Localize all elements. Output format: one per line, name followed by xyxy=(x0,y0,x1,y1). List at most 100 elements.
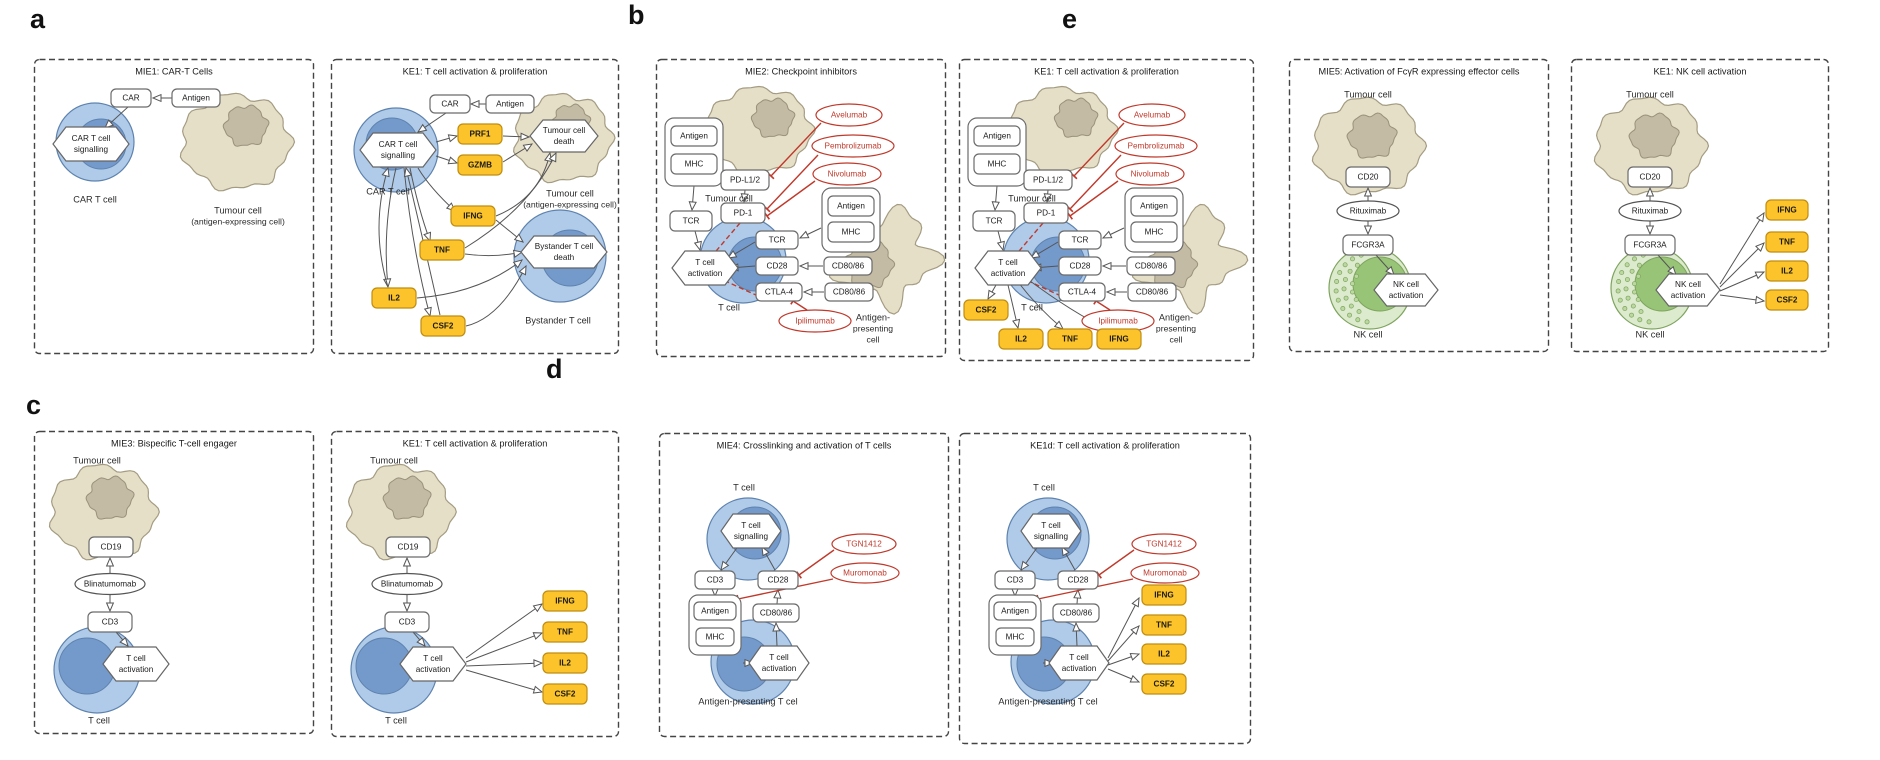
activation-edge xyxy=(465,603,543,659)
node-antigen-label: Antigen xyxy=(182,94,210,103)
node-t-cell-activation xyxy=(399,646,467,682)
node-csf2-label: CSF2 xyxy=(976,306,997,315)
node-tnf-label: TNF xyxy=(557,628,573,637)
node-t-cell-activation-label: activation xyxy=(119,665,154,674)
granule-dot xyxy=(1350,256,1355,262)
granule-dot xyxy=(1629,312,1634,318)
node-il2-label: IL2 xyxy=(559,659,571,668)
granule-dot xyxy=(1350,281,1355,287)
arrowhead xyxy=(105,602,115,613)
node-csf2-label: CSF2 xyxy=(555,690,576,699)
box-mie2-title: MIE2: Checkpoint inhibitors xyxy=(745,66,857,76)
node-csf2-label: CSF2 xyxy=(1154,680,1175,689)
arrowhead xyxy=(105,556,115,567)
node-il2-label: IL2 xyxy=(388,294,400,303)
node-ifng xyxy=(1141,584,1187,606)
activation-edge xyxy=(378,167,389,288)
node-t-cell-activation-label: T cell xyxy=(695,258,715,267)
arrowhead xyxy=(798,230,810,239)
node-ifng xyxy=(542,590,588,612)
box-mie1-border xyxy=(33,58,315,355)
box-mie3-title: MIE3: Bispecific T-cell engager xyxy=(111,438,237,448)
arrowhead xyxy=(423,231,432,243)
node-tnf-label: TNF xyxy=(1156,621,1172,630)
drug-ipilimumab xyxy=(778,309,852,333)
label-car-t-cell: CAR T cell xyxy=(366,186,410,196)
node-fcgr3a-label: FCGR3A xyxy=(1633,241,1667,250)
drug-avelumab xyxy=(1118,103,1186,127)
label-tumour-cell: Tumour cell xyxy=(1626,89,1674,99)
arrowhead xyxy=(469,99,480,109)
arrowhead xyxy=(522,143,534,153)
node-antigen-label: Antigen xyxy=(680,132,708,141)
node-csf2 xyxy=(420,315,466,337)
node-cd8086-2-label: CD80/86 xyxy=(1136,288,1169,297)
node-antigen-label: Antigen xyxy=(496,100,524,109)
node-fcgr3a xyxy=(1342,234,1394,256)
box-ke1d-border xyxy=(958,432,1252,745)
arrowhead xyxy=(1363,225,1373,236)
arrowhead xyxy=(1012,318,1021,330)
node-pdl12-label: PD-L1/2 xyxy=(730,176,760,185)
label-t-cell: T cell xyxy=(1021,302,1043,312)
node-il2-label: IL2 xyxy=(1781,267,1793,276)
granule-dot xyxy=(1615,288,1621,294)
node-cd28 xyxy=(1057,570,1099,590)
node-mhc-2-label: MHC xyxy=(842,228,861,237)
node-ctla4-label: CTLA-4 xyxy=(1068,288,1097,297)
label-t-cell: T cell xyxy=(385,715,407,725)
node-nk-cell-activation xyxy=(1655,273,1721,307)
node-cd3-label: CD3 xyxy=(399,618,416,627)
label-apc: cell xyxy=(1170,334,1183,344)
label-tumour-cell: (antigen-expressing cell) xyxy=(523,199,617,209)
box-ke1c: KE1: T cell activation & proliferationTu… xyxy=(330,430,620,738)
box-ke1b-border xyxy=(958,58,1255,362)
node-t-cell-activation xyxy=(1048,645,1110,681)
node-cd8086-label: CD80/86 xyxy=(1135,262,1168,271)
node-ifng-label: IFNG xyxy=(555,597,575,606)
label-apc: presenting xyxy=(853,323,893,333)
node-antigen-label: Antigen xyxy=(701,607,729,616)
granule-dot xyxy=(1347,312,1352,318)
box-ke1d-title: KE1d: T cell activation & proliferation xyxy=(1030,440,1180,450)
arrowhead xyxy=(1645,225,1655,236)
node-cd8086-label: CD80/86 xyxy=(760,609,793,618)
arrowhead xyxy=(740,193,749,204)
drug-blinatumomab xyxy=(371,572,443,596)
arrowhead xyxy=(720,560,730,572)
drug-muromonab xyxy=(830,562,900,584)
arrowhead xyxy=(548,151,557,163)
arrowhead xyxy=(1101,230,1113,239)
label-apc-t-cell: Antigen-presenting T cel xyxy=(998,696,1097,706)
node-gzmb-label: GZMB xyxy=(468,161,492,170)
node-cd28-label: CD28 xyxy=(1070,262,1091,271)
label-tumour-cell: Tumour cell xyxy=(705,193,753,203)
node-cd3-label: CD3 xyxy=(102,618,119,627)
node-tumour-cell-death xyxy=(529,119,599,153)
granule-dot xyxy=(1632,289,1637,295)
arrowhead xyxy=(798,261,809,271)
arrowhead xyxy=(1020,560,1030,572)
inhibition-edge xyxy=(1098,549,1135,576)
activation-edge xyxy=(1107,597,1140,659)
drug-pembrolizumab xyxy=(1114,134,1198,158)
node-tcr-2-label: TCR xyxy=(769,236,786,245)
granule-dot xyxy=(1354,262,1360,268)
granule-dot xyxy=(1635,297,1641,303)
node-antigen xyxy=(693,601,737,621)
node-cd8086-label: CD80/86 xyxy=(1060,609,1093,618)
arrowhead xyxy=(402,556,412,567)
node-bystander-t-cell-death-label: Bystander T cell xyxy=(535,242,594,251)
node-mhc xyxy=(695,627,735,647)
inhibition-edge xyxy=(1073,122,1125,177)
node-car-t-cell-signalling-label: CAR T cell xyxy=(379,140,418,149)
arrowhead xyxy=(996,240,1005,252)
node-car xyxy=(429,94,471,114)
node-t-cell-activation xyxy=(102,646,170,682)
arrowhead xyxy=(1043,193,1052,204)
box-ke1c-border xyxy=(330,430,620,738)
edges-layer xyxy=(1645,186,1766,304)
